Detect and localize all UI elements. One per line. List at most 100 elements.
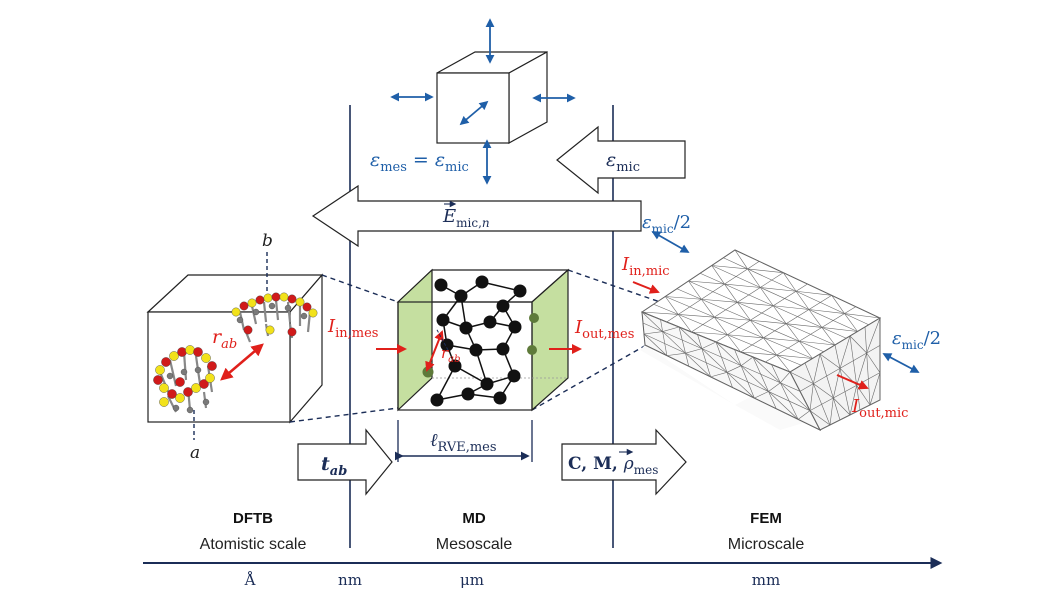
- unit-angstrom: Å: [244, 571, 256, 589]
- mesh-edge: [804, 362, 831, 426]
- scale-method-fem: FEM: [750, 510, 782, 527]
- atom: [287, 294, 297, 304]
- projection-lines: [289, 269, 661, 423]
- atom: [300, 312, 308, 320]
- mesh-edge: [808, 309, 823, 328]
- atom: [231, 307, 241, 317]
- molecule-b: [231, 292, 318, 343]
- mesh-edge: [783, 272, 797, 292]
- svg-text:ℓRVE,mes: ℓRVE,mes: [430, 430, 497, 455]
- mesh-edge: [864, 326, 871, 406]
- mesh-edge: [685, 348, 702, 354]
- strain-cube: [436, 50, 548, 145]
- atom: [153, 375, 163, 385]
- mesh-edge: [714, 316, 751, 321]
- bead: [436, 313, 450, 327]
- bead: [459, 321, 473, 335]
- mesh-edge: [734, 349, 755, 399]
- mesh-edge: [685, 352, 711, 378]
- scale-name-atomistic: Atomistic scale: [200, 536, 307, 553]
- atom: [271, 292, 281, 302]
- molecule-a-label: a: [190, 443, 200, 463]
- mesh-edge: [849, 335, 867, 354]
- atom: [186, 406, 194, 414]
- atom: [201, 353, 211, 363]
- current-out-mic-arrow: [836, 374, 869, 390]
- atom: [159, 397, 169, 407]
- svg-text:tab: tab: [321, 453, 347, 479]
- mesh-edge: [833, 397, 851, 416]
- bead: [493, 391, 507, 405]
- atom: [155, 365, 165, 375]
- mesh-edge: [752, 356, 777, 409]
- mesh-edge: [697, 334, 711, 377]
- mesh-edge: [710, 372, 728, 378]
- bead: [508, 320, 522, 334]
- mesh-edge: [789, 371, 821, 431]
- atom: [308, 308, 318, 318]
- mesh-edge: [765, 306, 856, 363]
- mesh-edge: [773, 305, 809, 310]
- mesh-edge: [760, 287, 797, 292]
- atom: [239, 301, 249, 311]
- fem-mesh-block: [640, 249, 882, 432]
- atom: [169, 351, 179, 361]
- mesh-edge: [833, 368, 841, 399]
- mesh-edge: [678, 326, 703, 349]
- mesh-edge: [849, 335, 861, 411]
- mesh-edge: [829, 397, 834, 426]
- atom: [185, 345, 195, 355]
- mesh-edge: [760, 287, 774, 306]
- mesh-edge: [643, 333, 668, 356]
- mesh-edge: [747, 268, 784, 273]
- bead: [483, 315, 497, 329]
- unit-nm: nm: [338, 571, 362, 589]
- mesh-edge: [797, 410, 811, 420]
- mesh-edge: [768, 382, 781, 392]
- mesh-edge: [795, 291, 810, 310]
- mesh-edge: [678, 314, 715, 318]
- mesh-edge: [715, 341, 733, 388]
- strain-cube-arrows: [390, 18, 576, 185]
- bead-on-face: [527, 345, 537, 355]
- mesh-edge: [866, 352, 881, 373]
- mesh-edge: [789, 317, 881, 373]
- atom: [175, 393, 185, 403]
- mesh-edge: [715, 341, 742, 366]
- mesh-edge: [726, 365, 742, 373]
- mesh-edge: [821, 327, 836, 346]
- strain-transfer-arrow: εmic: [556, 125, 686, 195]
- strain-half-top: εmic/2: [642, 212, 691, 253]
- mesh-edge: [750, 319, 787, 324]
- atom: [193, 347, 203, 357]
- mesh-edge: [776, 354, 791, 373]
- current-in-mes-label: Iin,mes: [327, 316, 378, 341]
- mesh-edge: [789, 371, 814, 384]
- atom: [236, 316, 244, 324]
- bead-on-face: [529, 313, 539, 323]
- scale-method-md: MD: [462, 510, 485, 527]
- mesh-edge: [772, 305, 787, 324]
- mesh-edge: [701, 341, 717, 349]
- mesh-edge: [665, 296, 702, 300]
- mesh-edge: [688, 280, 702, 300]
- mesh-edge: [785, 323, 800, 342]
- atom: [194, 366, 202, 374]
- atom: [202, 398, 210, 406]
- svg-text:εmic/2: εmic/2: [892, 328, 941, 352]
- bead: [480, 377, 494, 391]
- atom: [161, 357, 171, 367]
- scale-name-microscale: Microscale: [728, 536, 805, 553]
- mesh-edge: [819, 353, 841, 369]
- bead-bond: [481, 281, 521, 292]
- atom: [159, 383, 169, 393]
- mesh-edge: [641, 311, 663, 332]
- mesh-edge: [844, 313, 858, 332]
- mesh-edge: [714, 316, 728, 335]
- rab-leader-mesoscale: [435, 327, 449, 351]
- atom: [175, 377, 185, 387]
- bead: [454, 289, 468, 303]
- atom: [191, 383, 201, 393]
- bead: [440, 338, 454, 352]
